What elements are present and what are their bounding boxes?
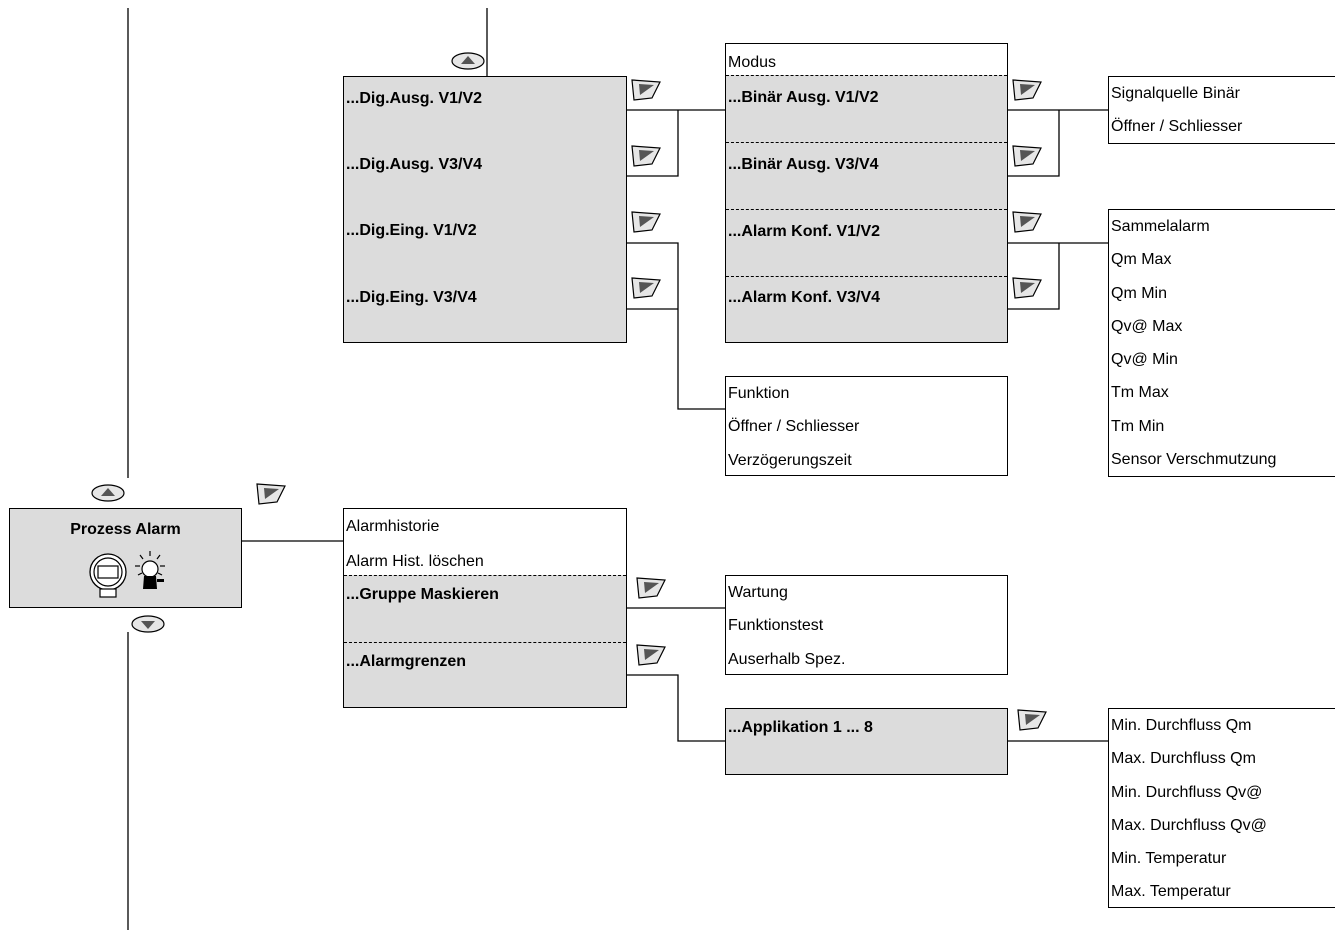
enter-key-icon (631, 145, 661, 167)
enter-key-icon (631, 79, 661, 101)
modus-section: ...Alarm Konf. V3/V4 (726, 276, 1007, 342)
enter-key-icon (636, 577, 666, 599)
menu-item-dig-ausg-v3v4[interactable]: ...Dig.Ausg. V3/V4 (346, 156, 483, 173)
list-item: Qm Max (1111, 251, 1172, 269)
menu-item-applikation[interactable]: ...Applikation 1 ... 8 (728, 719, 873, 736)
menu-item-binaer-ausg-v1v2[interactable]: ...Binär Ausg. V1/V2 (728, 89, 879, 106)
process-alarm-title: Prozess Alarm (70, 521, 181, 538)
enter-key-icon (631, 211, 661, 233)
up-key-icon (451, 52, 485, 70)
list-item: Qv@ Min (1111, 351, 1178, 369)
menu-item-dig-eing-v1v2[interactable]: ...Dig.Eing. V1/V2 (346, 222, 477, 239)
menu-item-dig-ausg-v1v2[interactable]: ...Dig.Ausg. V1/V2 (346, 90, 483, 107)
list-item: Tm Min (1111, 417, 1165, 435)
modus-section: ...Binär Ausg. V1/V2 (726, 75, 1007, 142)
list-item: Sammelalarm (1111, 218, 1210, 235)
down-key-icon (131, 615, 165, 633)
enter-key-icon (1012, 277, 1042, 299)
enter-key-icon (636, 644, 666, 666)
menu-item-alarm-konf-v3v4[interactable]: ...Alarm Konf. V3/V4 (728, 289, 881, 306)
modus-header: Modus (728, 54, 777, 71)
dig-menu-box: ...Dig.Ausg. V1/V2 ...Dig.Ausg. V3/V4 ..… (343, 76, 627, 343)
menu-item-gruppe-maskieren[interactable]: ...Gruppe Maskieren (346, 586, 499, 603)
list-item: Qv@ Max (1111, 317, 1183, 335)
applikation-box: ...Applikation 1 ... 8 (725, 708, 1008, 775)
wartung-list-box: Wartung Funktionstest Auserhalb Spez. (725, 575, 1008, 675)
menu-item-alarmgrenzen[interactable]: ...Alarmgrenzen (346, 653, 467, 670)
alarm-section: ...Gruppe Maskieren (344, 575, 626, 642)
enter-key-icon (1012, 145, 1042, 167)
enter-key-icon (1012, 79, 1042, 101)
menu-item-alarm-hist-loeschen[interactable]: Alarm Hist. löschen (346, 553, 484, 570)
signal-list-box: Signalquelle Binär Öffner / Schliesser (1108, 76, 1335, 144)
list-item: Wartung (728, 584, 788, 601)
process-alarm-box: Prozess Alarm (9, 508, 242, 608)
list-item: Max. Durchfluss Qm (1111, 750, 1256, 768)
list-item: Sensor Verschmutzung (1111, 451, 1277, 469)
durchfluss-list-box: Min. Durchfluss Qm Max. Durchfluss Qm Mi… (1108, 708, 1335, 908)
alarm-menu-box: Alarmhistorie Alarm Hist. löschen ...Gru… (343, 508, 627, 708)
menu-item-binaer-ausg-v3v4[interactable]: ...Binär Ausg. V3/V4 (728, 156, 879, 173)
transmitter-device-icon (89, 553, 127, 598)
list-item: Tm Max (1111, 384, 1169, 402)
list-item: Min. Durchfluss Qm (1111, 717, 1252, 734)
list-item: Verzögerungszeit (728, 451, 852, 469)
list-item: Qm Min (1111, 284, 1167, 302)
alarm-section: ...Alarmgrenzen (344, 642, 626, 707)
enter-key-icon (631, 277, 661, 299)
funktion-list-box: Funktion Öffner / Schliesser Verzögerung… (725, 376, 1008, 476)
enter-key-icon (256, 483, 286, 505)
list-item: Auserhalb Spez. (728, 650, 846, 668)
list-item: Öffner / Schliesser (728, 418, 860, 436)
modus-section: ...Binär Ausg. V3/V4 (726, 142, 1007, 209)
list-item: Funktionstest (728, 617, 824, 635)
list-item: Öffner / Schliesser (1111, 118, 1243, 136)
modus-section: ...Alarm Konf. V1/V2 (726, 209, 1007, 276)
alarm-lamp-icon (135, 551, 165, 589)
enter-key-icon (1017, 709, 1047, 731)
modus-menu-box: Modus ...Binär Ausg. V1/V2 ...Binär Ausg… (725, 43, 1008, 343)
sammel-list-box: Sammelalarm Qm Max Qm Min Qv@ Max Qv@ Mi… (1108, 209, 1335, 477)
list-item: Signalquelle Binär (1111, 85, 1240, 102)
list-item: Max. Temperatur (1111, 883, 1231, 901)
list-item: Max. Durchfluss Qv@ (1111, 816, 1267, 834)
menu-item-dig-eing-v3v4[interactable]: ...Dig.Eing. V3/V4 (346, 289, 477, 306)
menu-item-alarm-konf-v1v2[interactable]: ...Alarm Konf. V1/V2 (728, 223, 881, 240)
list-item: Min. Durchfluss Qv@ (1111, 783, 1263, 801)
list-item: Funktion (728, 385, 790, 402)
enter-key-icon (1012, 211, 1042, 233)
up-key-icon (91, 484, 125, 502)
menu-item-alarmhistorie[interactable]: Alarmhistorie (346, 518, 440, 535)
list-item: Min. Temperatur (1111, 850, 1227, 868)
